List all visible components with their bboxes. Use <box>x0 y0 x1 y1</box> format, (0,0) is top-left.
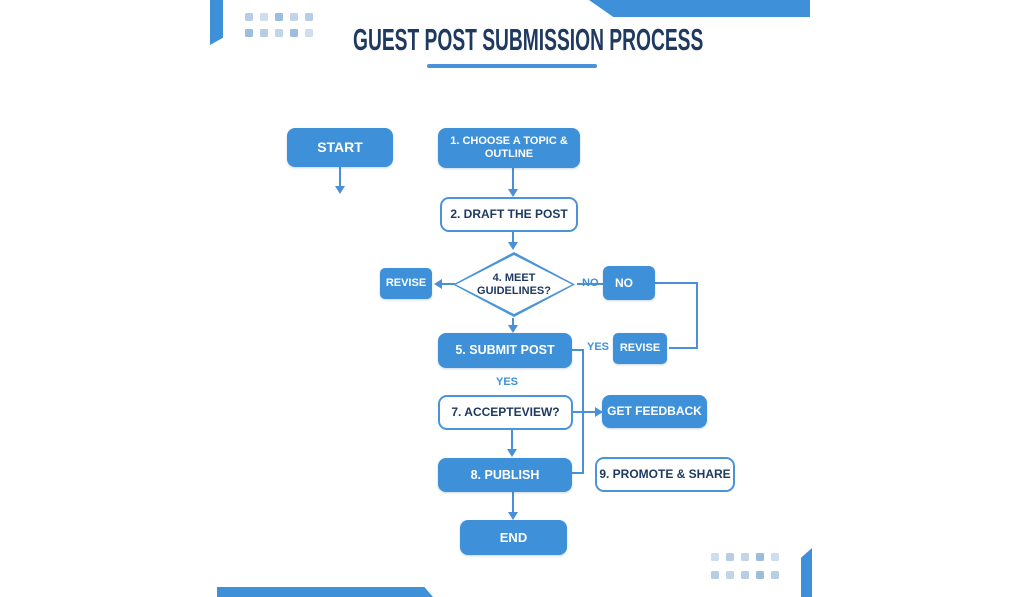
node-start-label: START <box>317 139 363 156</box>
dot <box>290 13 298 21</box>
dots-decoration-bottom-right <box>711 553 779 579</box>
dot <box>275 13 283 21</box>
corner-bar-top-right <box>589 0 810 17</box>
node-end: END <box>460 520 567 555</box>
node-end-label: END <box>499 529 528 545</box>
dots-decoration-top-left <box>245 13 313 37</box>
corner-bar-top-left <box>210 0 223 45</box>
dot <box>756 571 764 579</box>
dot <box>260 29 268 37</box>
node-step7: 7. ACCEPTEVIEW? <box>438 395 573 430</box>
dot <box>305 13 313 21</box>
node-step5: 5. SUBMIT POST <box>438 333 572 368</box>
node-step2-label: 2. DRAFT THE POST <box>450 207 568 222</box>
node-step9-label: 9. PROMOTE & SHARE <box>599 467 731 482</box>
node-no: NO <box>603 266 655 300</box>
node-step4-inner: 4. MEET GUIDELINES? <box>456 255 572 314</box>
node-step7-label: 7. ACCEPTEVIEW? <box>451 405 560 420</box>
node-step9: 9. PROMOTE & SHARE <box>595 457 735 492</box>
dot <box>245 13 253 21</box>
node-revise-left-label: REVISE <box>385 276 427 289</box>
edge-label-no: NO <box>582 277 599 289</box>
node-revise-right: REVISE <box>613 333 667 364</box>
node-step4-decision: 4. MEET GUIDELINES? <box>453 252 575 317</box>
node-no-label: NO <box>615 275 633 290</box>
dot <box>260 13 268 21</box>
page-title: GUEST POST SUBMISSION PROCESS <box>353 22 704 57</box>
node-step8-label: 8. PUBLISH <box>470 467 540 482</box>
dot <box>711 571 719 579</box>
node-step2: 2. DRAFT THE POST <box>440 197 578 232</box>
dot <box>771 571 779 579</box>
dot <box>741 553 749 561</box>
edge-label-yes-right: YES <box>587 341 610 353</box>
dot <box>741 571 749 579</box>
dot <box>771 553 779 561</box>
node-step5-label: 5. SUBMIT POST <box>455 343 555 357</box>
node-step8: 8. PUBLISH <box>438 458 572 492</box>
dot <box>290 29 298 37</box>
corner-bar-bottom-left <box>217 587 433 597</box>
edge-label-yes-down: YES <box>496 376 519 388</box>
dot <box>245 29 253 37</box>
dot <box>711 553 719 561</box>
node-get-feedback-label: GET FEEDBACK <box>607 404 702 419</box>
dot <box>726 553 734 561</box>
node-start: START <box>287 128 393 167</box>
corner-bar-bottom-right <box>801 548 812 597</box>
node-get-feedback: GET FEEDBACK <box>602 395 707 428</box>
node-step1-label: 1. CHOOSE A TOPIC & OUTLINE <box>450 134 568 160</box>
title-underline <box>427 64 597 68</box>
node-revise-right-label: REVISE <box>619 341 661 354</box>
node-revise-left: REVISE <box>380 268 432 299</box>
dot <box>305 29 313 37</box>
node-step1: 1. CHOOSE A TOPIC & OUTLINE <box>438 128 580 168</box>
dot <box>726 571 734 579</box>
node-step4-label: 4. MEET GUIDELINES? <box>477 271 551 297</box>
dot <box>275 29 283 37</box>
dot <box>756 553 764 561</box>
